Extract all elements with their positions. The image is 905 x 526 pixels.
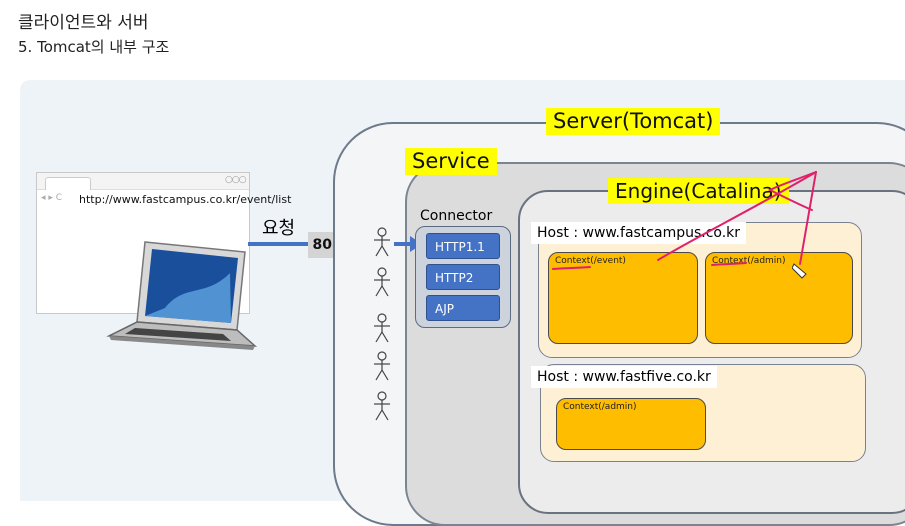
laptop-icon bbox=[106, 241, 258, 350]
request-label: 요청 bbox=[262, 218, 296, 239]
user-figure-icon bbox=[374, 267, 390, 297]
browser-tabbar: ○○○ bbox=[37, 173, 249, 190]
slide-subtitle: 5. Tomcat의 내부 구조 bbox=[18, 38, 170, 56]
protocol-http11: HTTP1.1 bbox=[426, 233, 500, 259]
context-box: Context(/admin) bbox=[705, 252, 853, 344]
window-controls-icon: ○○○ bbox=[225, 175, 247, 185]
thread-arrow-line bbox=[394, 242, 418, 246]
context-label: Context(/event) bbox=[555, 256, 626, 266]
server-label: Server(Tomcat) bbox=[546, 108, 721, 136]
nav-arrows-icon: ◂ ▸ C bbox=[41, 193, 63, 203]
request-arrow-line bbox=[248, 242, 308, 246]
protocol-http2: HTTP2 bbox=[426, 264, 500, 290]
url-text: http://www.fastcampus.co.kr/event/list bbox=[79, 193, 292, 206]
user-figure-icon bbox=[374, 313, 390, 343]
service-label: Service bbox=[405, 148, 497, 176]
thread-pool-figures bbox=[374, 227, 390, 421]
browser-addressbar: ◂ ▸ C http://www.fastcampus.co.kr/event/… bbox=[37, 190, 291, 210]
browser-tab bbox=[45, 177, 91, 190]
host-label: Host : www.fastfive.co.kr bbox=[531, 366, 717, 388]
pen-cursor-icon bbox=[792, 263, 807, 279]
connector-label: Connector bbox=[420, 208, 493, 224]
context-box: Context(/admin) bbox=[556, 398, 706, 450]
context-box: Context(/event) bbox=[548, 252, 698, 344]
user-figure-icon bbox=[374, 391, 390, 421]
protocol-ajp: AJP bbox=[426, 295, 500, 321]
host-label: Host : www.fastcampus.co.kr bbox=[531, 222, 747, 244]
browser-window: ○○○ ◂ ▸ C http://www.fastcampus.co.kr/ev… bbox=[36, 172, 291, 314]
engine-label: Engine(Catalina) bbox=[608, 178, 789, 204]
user-figure-icon bbox=[374, 227, 390, 257]
user-figure-icon bbox=[374, 351, 390, 381]
context-label: Context(/admin) bbox=[563, 402, 637, 412]
slide-title: 클라이언트와 서버 bbox=[18, 13, 149, 33]
context-label: Context(/admin) bbox=[712, 256, 786, 266]
